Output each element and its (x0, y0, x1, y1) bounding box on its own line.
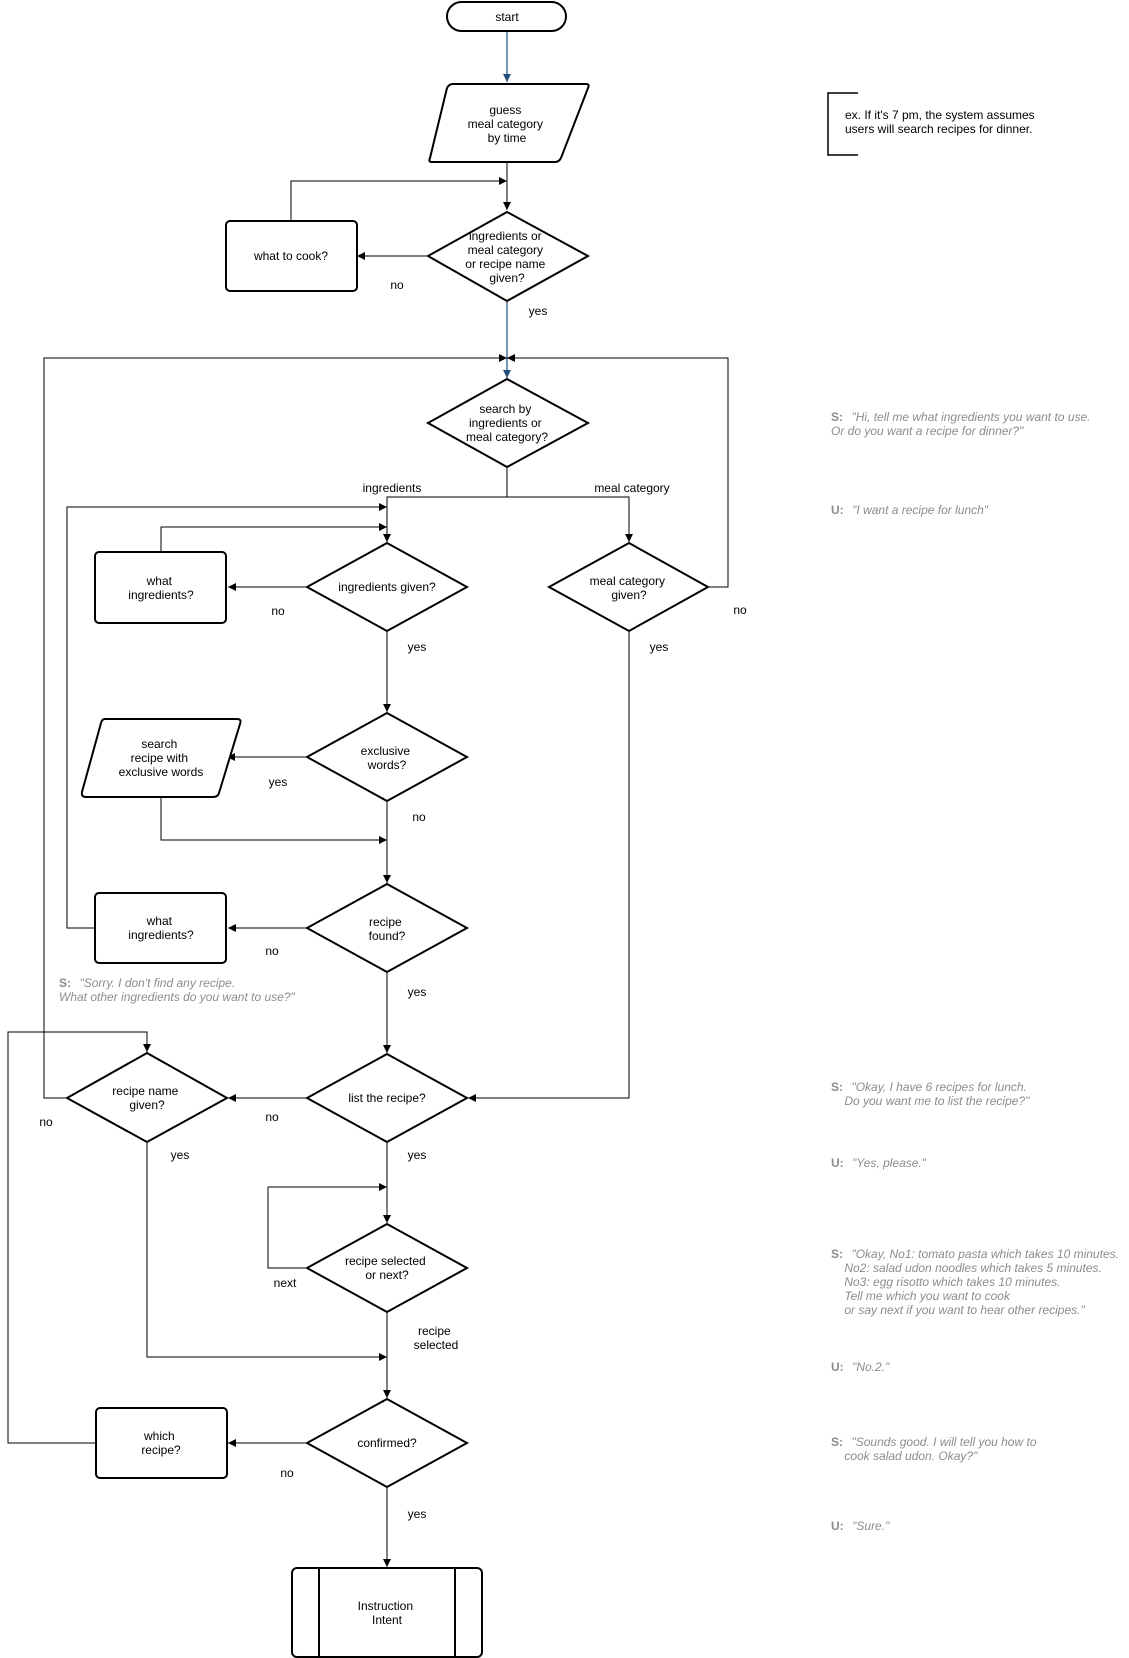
label-yes-search-by: yes (529, 304, 548, 318)
label-yes-list: yes (408, 1148, 427, 1162)
given-check-label: ingredients or meal category or recipe n… (465, 229, 548, 285)
label-yes-meal-category: yes (650, 640, 669, 654)
edge-recipe-name-yes (146, 1143, 387, 1361)
what-to-cook-label: what to cook? (253, 249, 328, 263)
edge-labels: no yes ingredients meal category no yes … (39, 278, 747, 1521)
dialogue-line-3: S: "Okay, I have 6 recipes for lunch. Do… (831, 1078, 1031, 1108)
edge-meal-category-no-loop (507, 354, 729, 588)
node-meal-category-given: meal category given? (546, 541, 711, 633)
label-no-list: no (265, 1110, 279, 1124)
edge-recipe-name-no-loop (43, 354, 507, 1099)
instruction-intent-label: Instruction Intent (358, 1599, 417, 1627)
node-what-to-cook: what to cook? (225, 220, 358, 292)
node-given-check: ingredients or meal category or recipe n… (425, 210, 591, 303)
label-yes-ingredients: yes (408, 640, 427, 654)
meal-category-given-label: meal category given? (590, 574, 669, 602)
label-next: next (274, 1276, 297, 1290)
edges (7, 31, 858, 1567)
sorry-note: S: "Sorry. I don't find any recipe. What… (59, 974, 295, 1004)
dialogue: S: "Hi, tell me what ingredients you wan… (831, 408, 1123, 1534)
node-recipe-selected: recipe selected or next? (304, 1222, 470, 1314)
dialogue-line-5: S: "Okay, No1: tomato pasta which takes … (831, 1245, 1123, 1317)
node-start: start (446, 1, 567, 32)
node-what-ingredients-1: what ingredients? (94, 551, 227, 624)
edge-meal-category-yes (468, 632, 630, 1102)
dialogue-line-4: U: "Yes, please." (831, 1154, 927, 1171)
label-recipe-selected: recipe selected (414, 1324, 459, 1352)
dialogue-line-8: U: "Sure." (831, 1517, 890, 1534)
recipe-selected-label: recipe selected or next? (345, 1254, 429, 1282)
edge-next-loop (267, 1183, 387, 1269)
node-search-by: search by ingredients or meal category? (425, 377, 591, 469)
dialogue-line-6: U: "No.2." (831, 1358, 890, 1375)
node-guess-meal-category: guess meal category by time (428, 83, 590, 163)
node-search-exclusive: search recipe with exclusive words (80, 718, 242, 798)
label-no-what-to-cook: no (390, 278, 404, 292)
annotation-bracket (827, 92, 858, 156)
node-recipe-name-given: recipe name given? (64, 1051, 230, 1144)
node-ingredients-given: ingredients given? (304, 541, 470, 633)
guess-label: guess meal category by time (468, 103, 547, 145)
edge-what-to-cook-loop (290, 177, 507, 221)
node-confirmed: confirmed? (304, 1397, 470, 1489)
edge-search-exclusive-return (160, 798, 387, 844)
edge-search-ingredients (383, 468, 508, 542)
search-exclusive-label: search recipe with exclusive words (119, 737, 204, 779)
label-no-exclusive: no (412, 810, 426, 824)
exclusive-words-label: exclusive words? (361, 744, 414, 772)
time-annotation: ex. If it's 7 pm, the system assumes use… (845, 108, 1038, 136)
label-meal-category-branch: meal category (594, 481, 669, 495)
search-by-label: search by ingredients or meal category? (466, 402, 548, 444)
edge-which-recipe-loop (7, 1031, 151, 1444)
what-ingredients-1-label: what ingredients? (128, 574, 194, 602)
what-ingredients-2-label: what ingredients? (128, 914, 194, 942)
node-list-recipe: list the recipe? (304, 1052, 470, 1144)
start-label: start (495, 10, 519, 24)
list-recipe-label: list the recipe? (348, 1091, 426, 1105)
label-no-recipe-found: no (265, 944, 279, 958)
node-what-ingredients-2: what ingredients? (94, 892, 227, 964)
label-no-meal-category: no (733, 603, 747, 617)
confirmed-label: confirmed? (357, 1436, 417, 1450)
edge-what-ingredients-2-loop (66, 503, 387, 929)
label-yes-confirmed: yes (408, 1507, 427, 1521)
recipe-found-label: recipe found? (369, 915, 406, 943)
node-exclusive-words: exclusive words? (304, 711, 470, 803)
label-yes-recipe-name: yes (171, 1148, 190, 1162)
edge-search-meal (507, 496, 633, 542)
label-yes-exclusive: yes (269, 775, 288, 789)
edge-what-ingredients-loop (160, 523, 387, 552)
label-no-recipe-name: no (39, 1115, 53, 1129)
label-no-ingredients: no (271, 604, 285, 618)
dialogue-line-7: S: "Sounds good. I will tell you how to … (831, 1433, 1041, 1463)
recipe-name-given-label: recipe name given? (112, 1084, 181, 1112)
ingredients-given-label: ingredients given? (338, 580, 436, 594)
label-no-confirmed: no (280, 1466, 294, 1480)
node-recipe-found: recipe found? (304, 882, 470, 974)
dialogue-line-1: S: "Hi, tell me what ingredients you wan… (831, 408, 1095, 438)
node-instruction-intent: Instruction Intent (291, 1567, 483, 1658)
node-which-recipe: which recipe? (95, 1407, 228, 1479)
label-ingredients-branch: ingredients (363, 481, 422, 495)
dialogue-line-2: U: "I want a recipe for lunch" (831, 501, 989, 518)
label-yes-recipe-found: yes (408, 985, 427, 999)
which-recipe-label: which recipe? (141, 1429, 181, 1457)
